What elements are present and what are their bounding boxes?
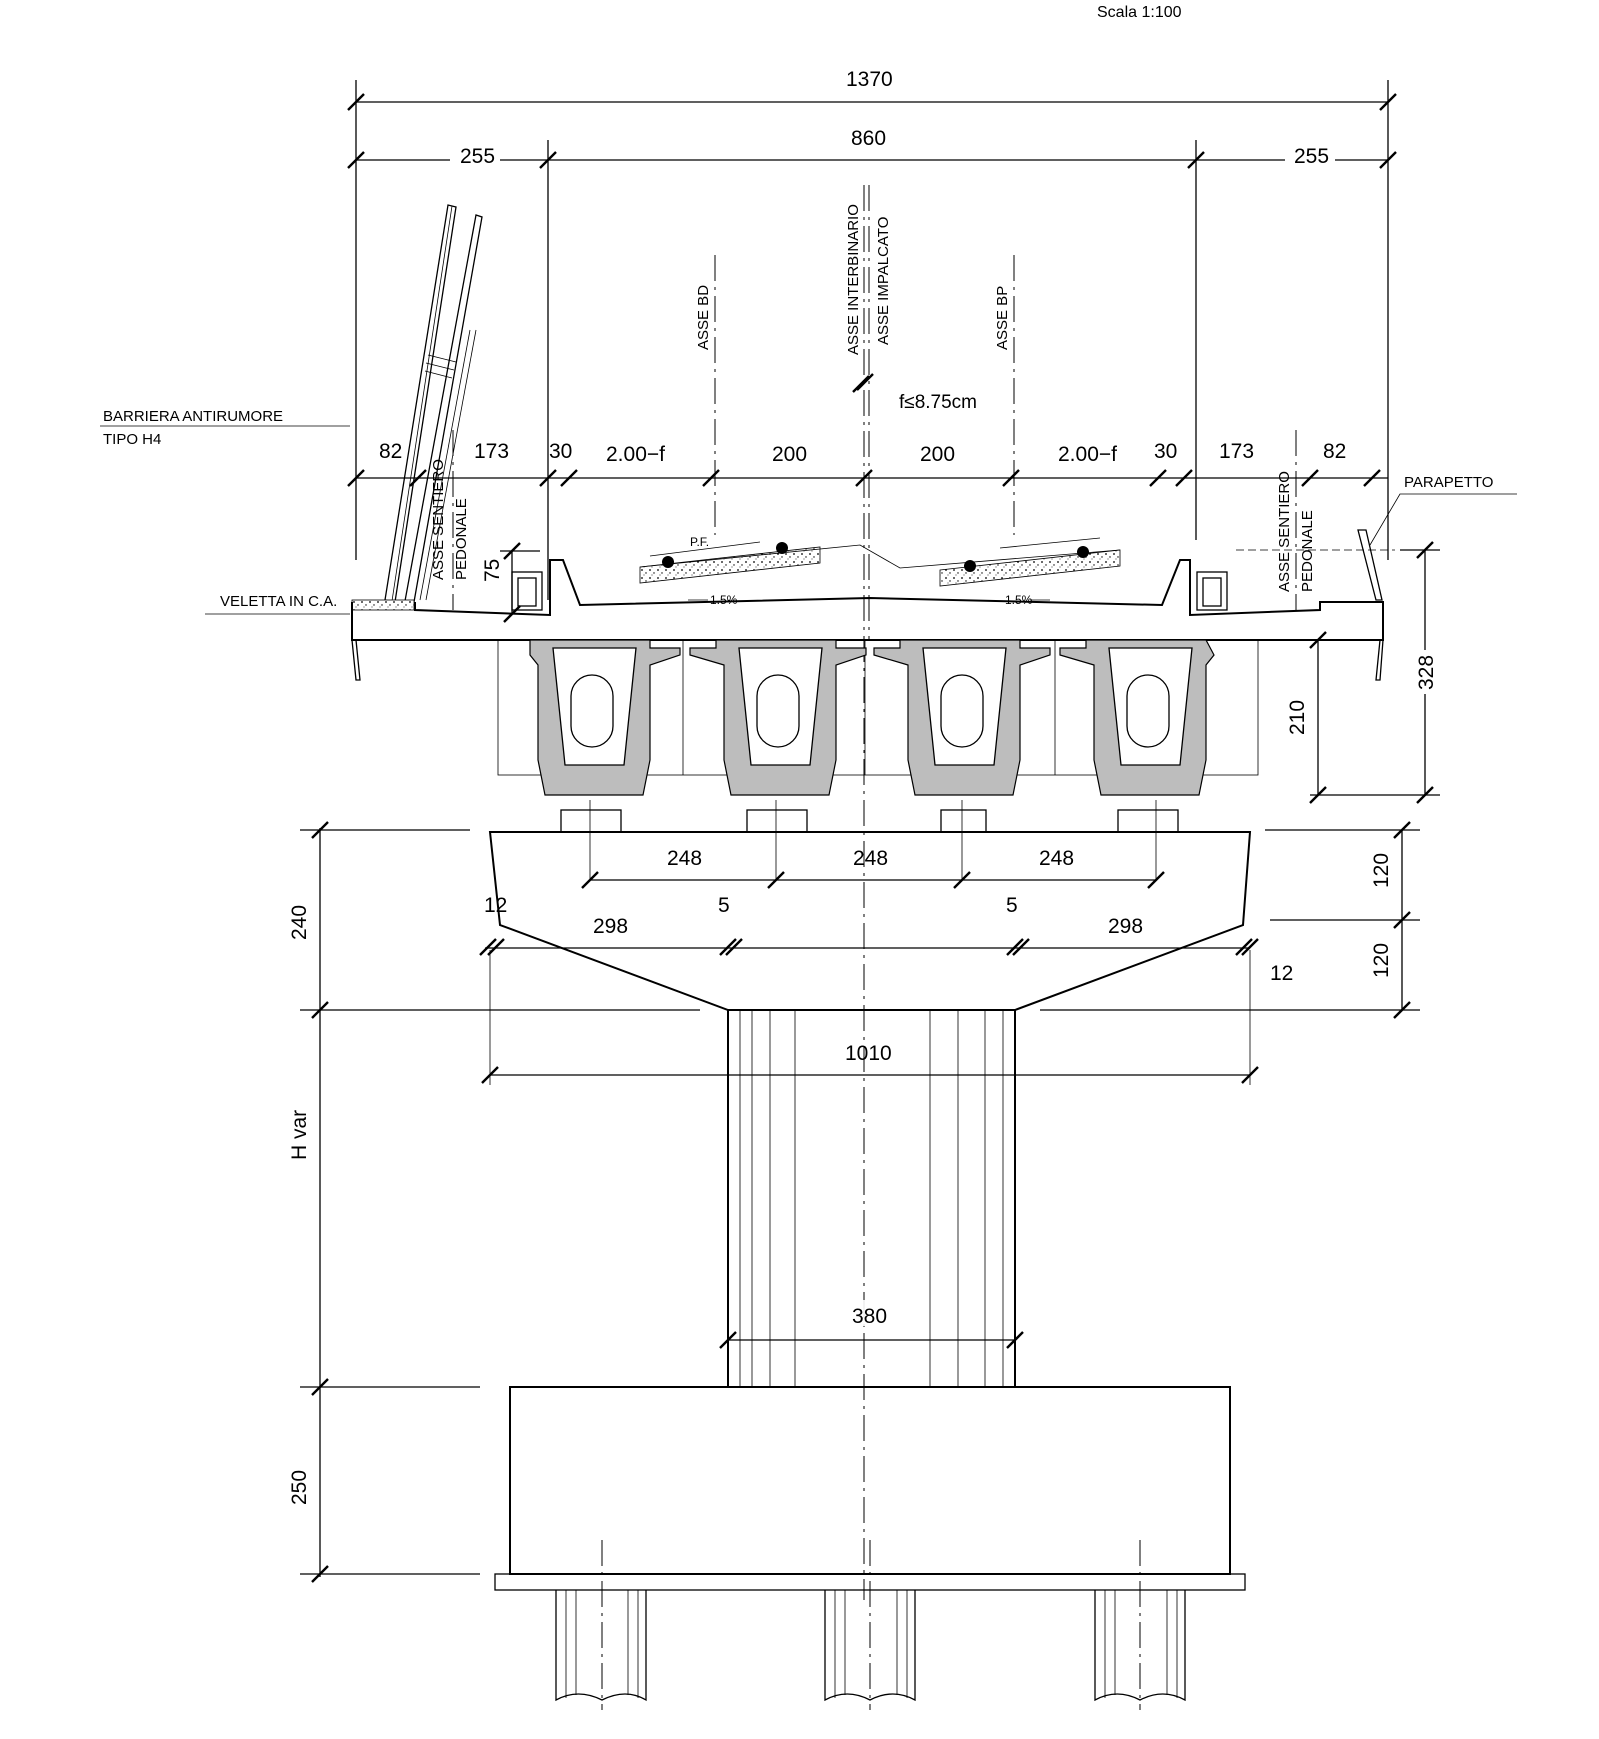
axis-sentiero-left-label-1: ASSE SENTIERO [430, 459, 447, 580]
u-beam-4 [1059, 639, 1215, 833]
axis-bp-label: ASSE BP [994, 286, 1011, 350]
deck-slab: P.F. 1.5% 1.5% [351, 529, 1395, 681]
axis-bd-label: ASSE BD [695, 285, 712, 350]
u-beam-3 [873, 639, 1051, 833]
dim-curb-75: 75 [481, 559, 504, 582]
dim-cap-12-left: 12 [484, 894, 507, 917]
dim-cap-12-right: 12 [1270, 962, 1293, 985]
dim-cap-298-right: 298 [1108, 915, 1143, 938]
pier-vertical-dimensions: 240 H var 250 [288, 821, 700, 1583]
pier-column: 380 [719, 1009, 1024, 1388]
curb-dimension: 75 [481, 542, 540, 623]
veletta-label: VELETTA IN C.A. [220, 593, 337, 610]
u-beam-2 [689, 639, 867, 833]
axis-impalcato-label: ASSE IMPALCATO [875, 217, 892, 345]
dim-inner-200-right: 200 [920, 443, 955, 466]
dim-footing-250: 250 [288, 1470, 311, 1505]
axis-sentiero-left-label-2: PEDONALE [453, 498, 470, 580]
dim-left-cantilever: 255 [460, 145, 495, 168]
dim-right-82: 82 [1323, 440, 1346, 463]
pier-cap: 248 248 248 12 298 5 5 298 12 1010 120 [479, 800, 1420, 1085]
deck-height-dimensions: 210 328 [1286, 541, 1440, 804]
dim-center-width: 860 [851, 127, 886, 150]
dim-right-track: 2.00−f [1058, 443, 1117, 466]
barrier-label-1: BARRIERA ANTIRUMORE [103, 408, 283, 425]
dim-left-82: 82 [379, 440, 402, 463]
dim-pier-380: 380 [852, 1305, 887, 1328]
dim-cap-120-bottom: 120 [1370, 943, 1393, 978]
pile-1 [555, 1590, 647, 1702]
dim-bearing-248-a: 248 [667, 847, 702, 870]
dim-total-width: 1370 [846, 68, 893, 91]
u-beams [497, 639, 1259, 833]
dim-cap-5-right: 5 [1006, 894, 1018, 917]
barrier-label-2: TIPO H4 [103, 431, 161, 448]
axes: ASSE BD ASSE INTERBINARIO ASSE IMPALCATO… [430, 185, 1316, 1710]
dim-right-173: 173 [1219, 440, 1254, 463]
dim-left-173: 173 [474, 440, 509, 463]
axis-sentiero-right-label-1: ASSE SENTIERO [1276, 471, 1293, 592]
dim-inner-200-left: 200 [772, 443, 807, 466]
noise-barrier [351, 204, 483, 611]
dim-right-30: 30 [1154, 440, 1177, 463]
dim-bearing-248-b: 248 [853, 847, 888, 870]
dim-cap-120-top: 120 [1370, 853, 1393, 888]
dim-f-max: f≤8.75cm [899, 392, 977, 413]
scale-note: Scala 1:100 [1097, 4, 1182, 21]
dim-bearing-248-c: 248 [1039, 847, 1074, 870]
dim-pier-h: H var [288, 1110, 311, 1160]
dim-left-30: 30 [549, 440, 572, 463]
pf-label: P.F. [690, 535, 709, 549]
axis-interbinario-label: ASSE INTERBINARIO [845, 204, 862, 355]
dim-cap-1010: 1010 [845, 1042, 892, 1065]
dim-cap-5-left: 5 [718, 894, 730, 917]
u-beam-1 [529, 639, 681, 833]
dim-cap-298-left: 298 [593, 915, 628, 938]
pile-2 [824, 1590, 916, 1702]
footing [494, 1386, 1246, 1591]
pile-3 [1094, 1590, 1186, 1702]
piles [555, 1590, 1186, 1702]
slope-right-label: 1.5% [1005, 593, 1033, 607]
top-dimensions: 1370 255 860 255 82 173 30 2.00−f 200 20… [347, 68, 1397, 600]
parapetto-label: PARAPETTO [1404, 474, 1493, 491]
dim-left-track: 2.00−f [606, 443, 665, 466]
dim-deck-210: 210 [1286, 700, 1309, 735]
dim-cap-240: 240 [288, 905, 311, 940]
dim-deck-328: 328 [1415, 655, 1438, 690]
dim-right-cantilever: 255 [1294, 145, 1329, 168]
slope-left-label: 1.5% [710, 593, 738, 607]
axis-sentiero-right-label-2: PEDONALE [1299, 510, 1316, 592]
